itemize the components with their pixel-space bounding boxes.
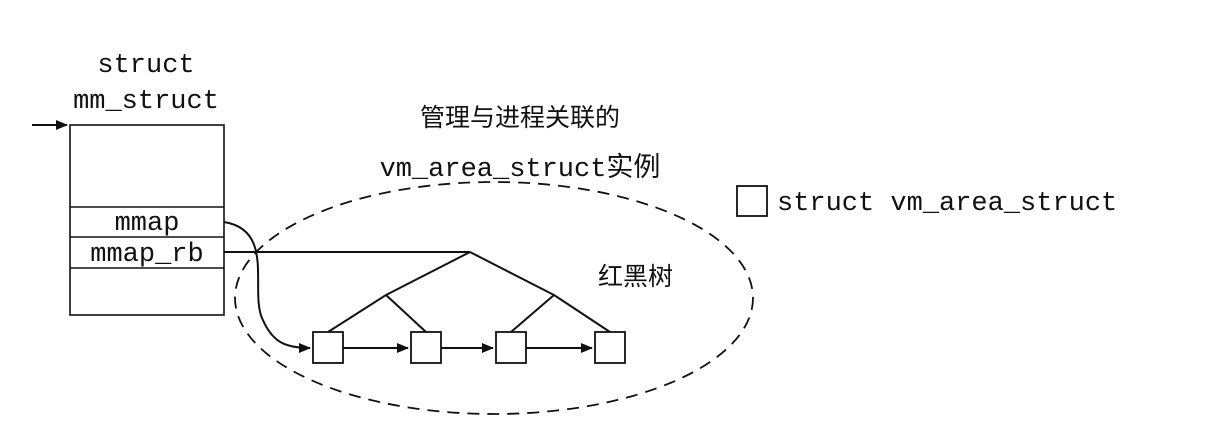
vma-node-4 <box>594 331 626 364</box>
legend-label: struct vm_area_struct <box>777 189 1117 219</box>
group-title-line2: vm_area_struct实例 <box>380 152 661 185</box>
group-title-line1: 管理与进程关联的 <box>420 103 620 132</box>
mm-struct-title-line2: mm_struct <box>73 87 219 117</box>
mm-struct-box <box>69 124 225 316</box>
legend-box-icon <box>736 185 768 217</box>
vma-node-2 <box>410 331 442 364</box>
mmap-rb-field: mmap_rb <box>90 240 203 270</box>
vma-node-1 <box>312 331 344 364</box>
mmap-pointer-curve <box>223 221 311 353</box>
vma-node-3 <box>495 331 527 364</box>
red-black-tree-edges <box>327 251 611 333</box>
mm-struct-title-line1: struct <box>97 51 194 81</box>
vma-group-ellipse <box>234 181 754 415</box>
red-black-tree-label: 红黑树 <box>598 262 673 291</box>
mmap-field: mmap <box>115 209 180 239</box>
